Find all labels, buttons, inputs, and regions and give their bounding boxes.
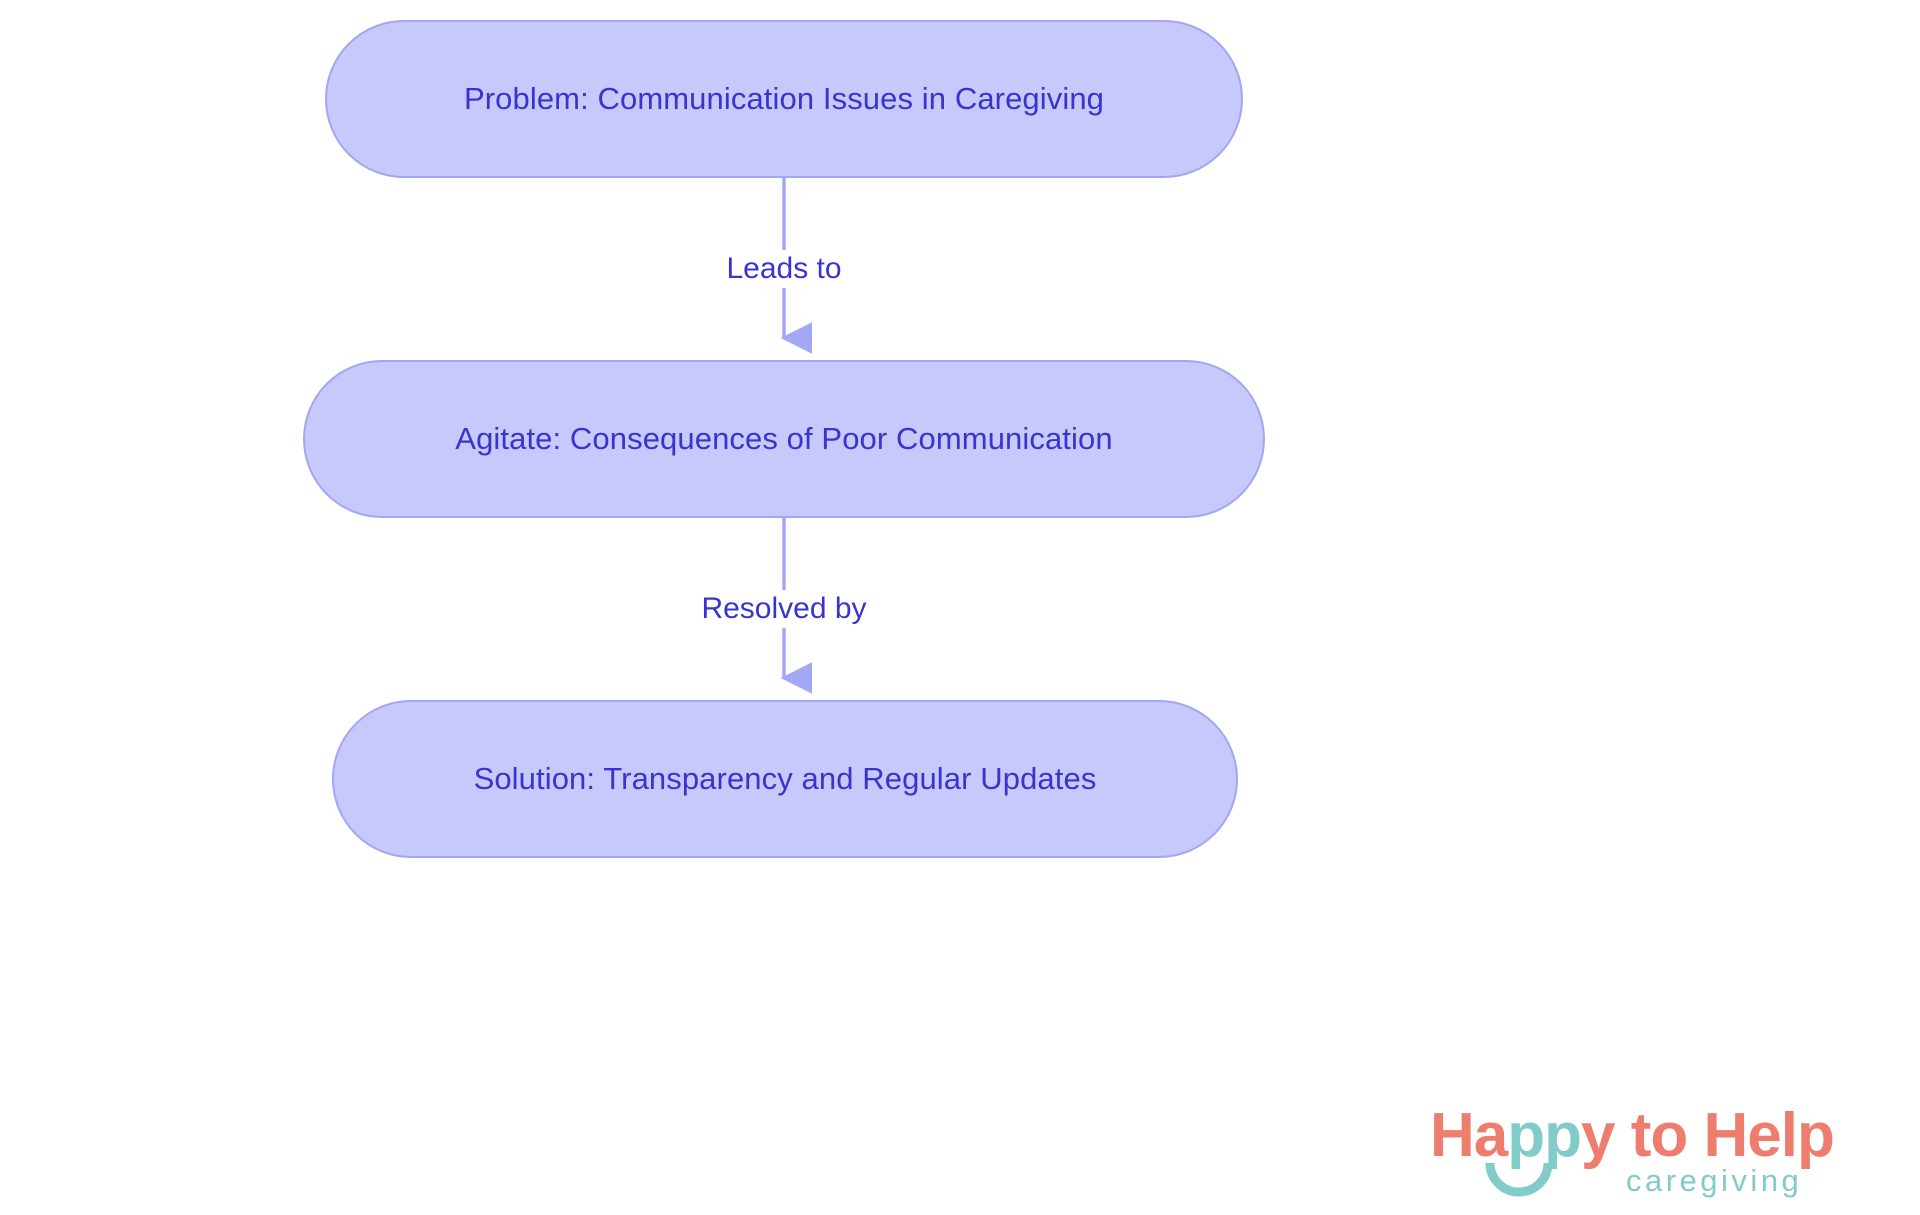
flow-node-solution[interactable]: Solution: Transparency and Regular Updat… bbox=[332, 700, 1238, 858]
flow-node-problem[interactable]: Problem: Communication Issues in Caregiv… bbox=[325, 20, 1243, 178]
logo-word-y: y bbox=[1581, 1101, 1615, 1170]
logo-word-ha: Ha bbox=[1430, 1101, 1508, 1170]
logo-tagline: caregiving bbox=[1626, 1163, 1803, 1198]
edge-label-leads-to: Leads to bbox=[716, 250, 852, 288]
logo-word-pp: pp bbox=[1507, 1101, 1582, 1170]
flow-node-problem-label: Problem: Communication Issues in Caregiv… bbox=[463, 81, 1105, 117]
logo-wordmark: Happy to Help bbox=[1430, 1105, 1835, 1167]
flow-node-agitate-label: Agitate: Consequences of Poor Communicat… bbox=[455, 421, 1113, 457]
flow-node-agitate[interactable]: Agitate: Consequences of Poor Communicat… bbox=[303, 360, 1265, 518]
logo-word-to-help: to Help bbox=[1614, 1101, 1835, 1170]
edge-label-resolved-by: Resolved by bbox=[691, 590, 877, 628]
brand-logo: Happy to Help caregiving bbox=[1430, 1105, 1900, 1205]
flow-node-solution-label: Solution: Transparency and Regular Updat… bbox=[473, 761, 1097, 797]
smile-icon bbox=[1485, 1162, 1553, 1197]
